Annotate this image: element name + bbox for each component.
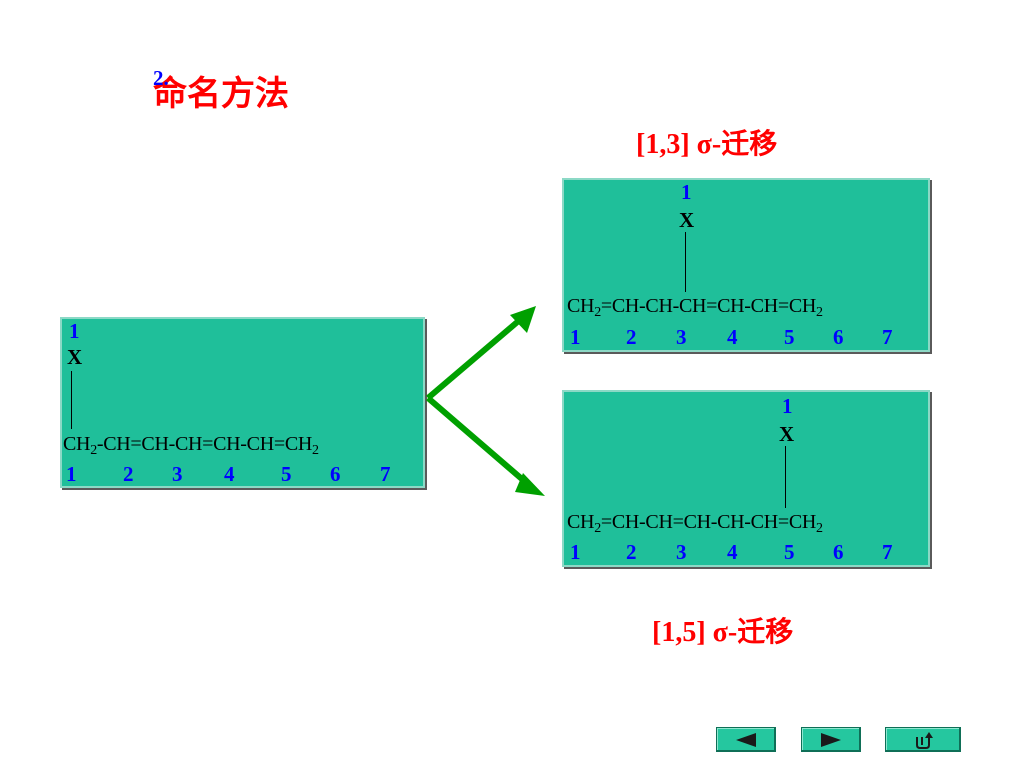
chain-formula: CH2=CH-CH=CH-CH-CH=CH2 xyxy=(567,511,823,536)
bond-line xyxy=(685,232,686,292)
chain-formula: CH2-CH=CH-CH=CH-CH=CH2 xyxy=(63,433,319,458)
locant-3: 3 xyxy=(676,325,687,349)
product-1-5-panel: 1 X CH2=CH-CH=CH-CH-CH=CH2 1 2 3 4 5 6 7 xyxy=(562,390,930,567)
locant-1: 1 xyxy=(570,325,581,349)
chain-formula: CH2=CH-CH-CH=CH-CH=CH2 xyxy=(567,295,823,320)
locant-3: 3 xyxy=(676,540,687,564)
slide-title: 2.命名方法 xyxy=(153,66,289,115)
locant-7: 7 xyxy=(882,325,893,349)
locant-2: 2 xyxy=(123,462,134,486)
locant-4: 4 xyxy=(224,462,235,486)
locant-5: 5 xyxy=(281,462,292,486)
locant-4: 4 xyxy=(727,540,738,564)
bond-line xyxy=(71,371,72,429)
substituent-locant: 1 xyxy=(782,394,793,418)
arrow-to-1-3-head xyxy=(510,306,536,333)
substituent-x: X xyxy=(67,345,83,369)
section-number: 2. xyxy=(153,66,169,90)
locant-2: 2 xyxy=(626,540,637,564)
substituent-locant: 1 xyxy=(681,180,692,204)
locant-5: 5 xyxy=(784,540,795,564)
source-structure-panel: 1 X CH2-CH=CH-CH=CH-CH=CH2 1 2 3 4 5 6 7 xyxy=(60,317,425,488)
locant-7: 7 xyxy=(882,540,893,564)
locant-2: 2 xyxy=(626,325,637,349)
arrow-to-1-5-line xyxy=(426,395,532,489)
product-1-3-panel: 1 X CH2=CH-CH-CH=CH-CH=CH2 1 2 3 4 5 6 7 xyxy=(562,178,930,352)
substituent-x: X xyxy=(779,422,795,446)
triangle-left-icon xyxy=(736,732,756,747)
next-button[interactable] xyxy=(801,727,861,752)
bond-line xyxy=(785,446,786,508)
caption-1-3-shift: [1,3] σ-迁移 xyxy=(636,129,778,160)
triangle-right-icon xyxy=(821,732,841,747)
locant-1: 1 xyxy=(66,462,77,486)
locant-1: 1 xyxy=(570,540,581,564)
substituent-x: X xyxy=(679,208,695,232)
locant-7: 7 xyxy=(380,462,391,486)
locant-6: 6 xyxy=(330,462,341,486)
locant-6: 6 xyxy=(833,540,844,564)
section-title: 命名方法 xyxy=(153,76,289,113)
return-button[interactable] xyxy=(885,727,961,752)
locant-6: 6 xyxy=(833,325,844,349)
substituent-locant: 1 xyxy=(69,319,80,343)
locant-5: 5 xyxy=(784,325,795,349)
arrow-to-1-5-head xyxy=(515,473,545,496)
caption-1-5-shift: [1,5] σ-迁移 xyxy=(652,617,794,648)
locant-4: 4 xyxy=(727,325,738,349)
return-arrow-icon xyxy=(916,731,933,749)
locant-3: 3 xyxy=(172,462,183,486)
arrow-to-1-3-line xyxy=(426,315,524,401)
previous-button[interactable] xyxy=(716,727,776,752)
